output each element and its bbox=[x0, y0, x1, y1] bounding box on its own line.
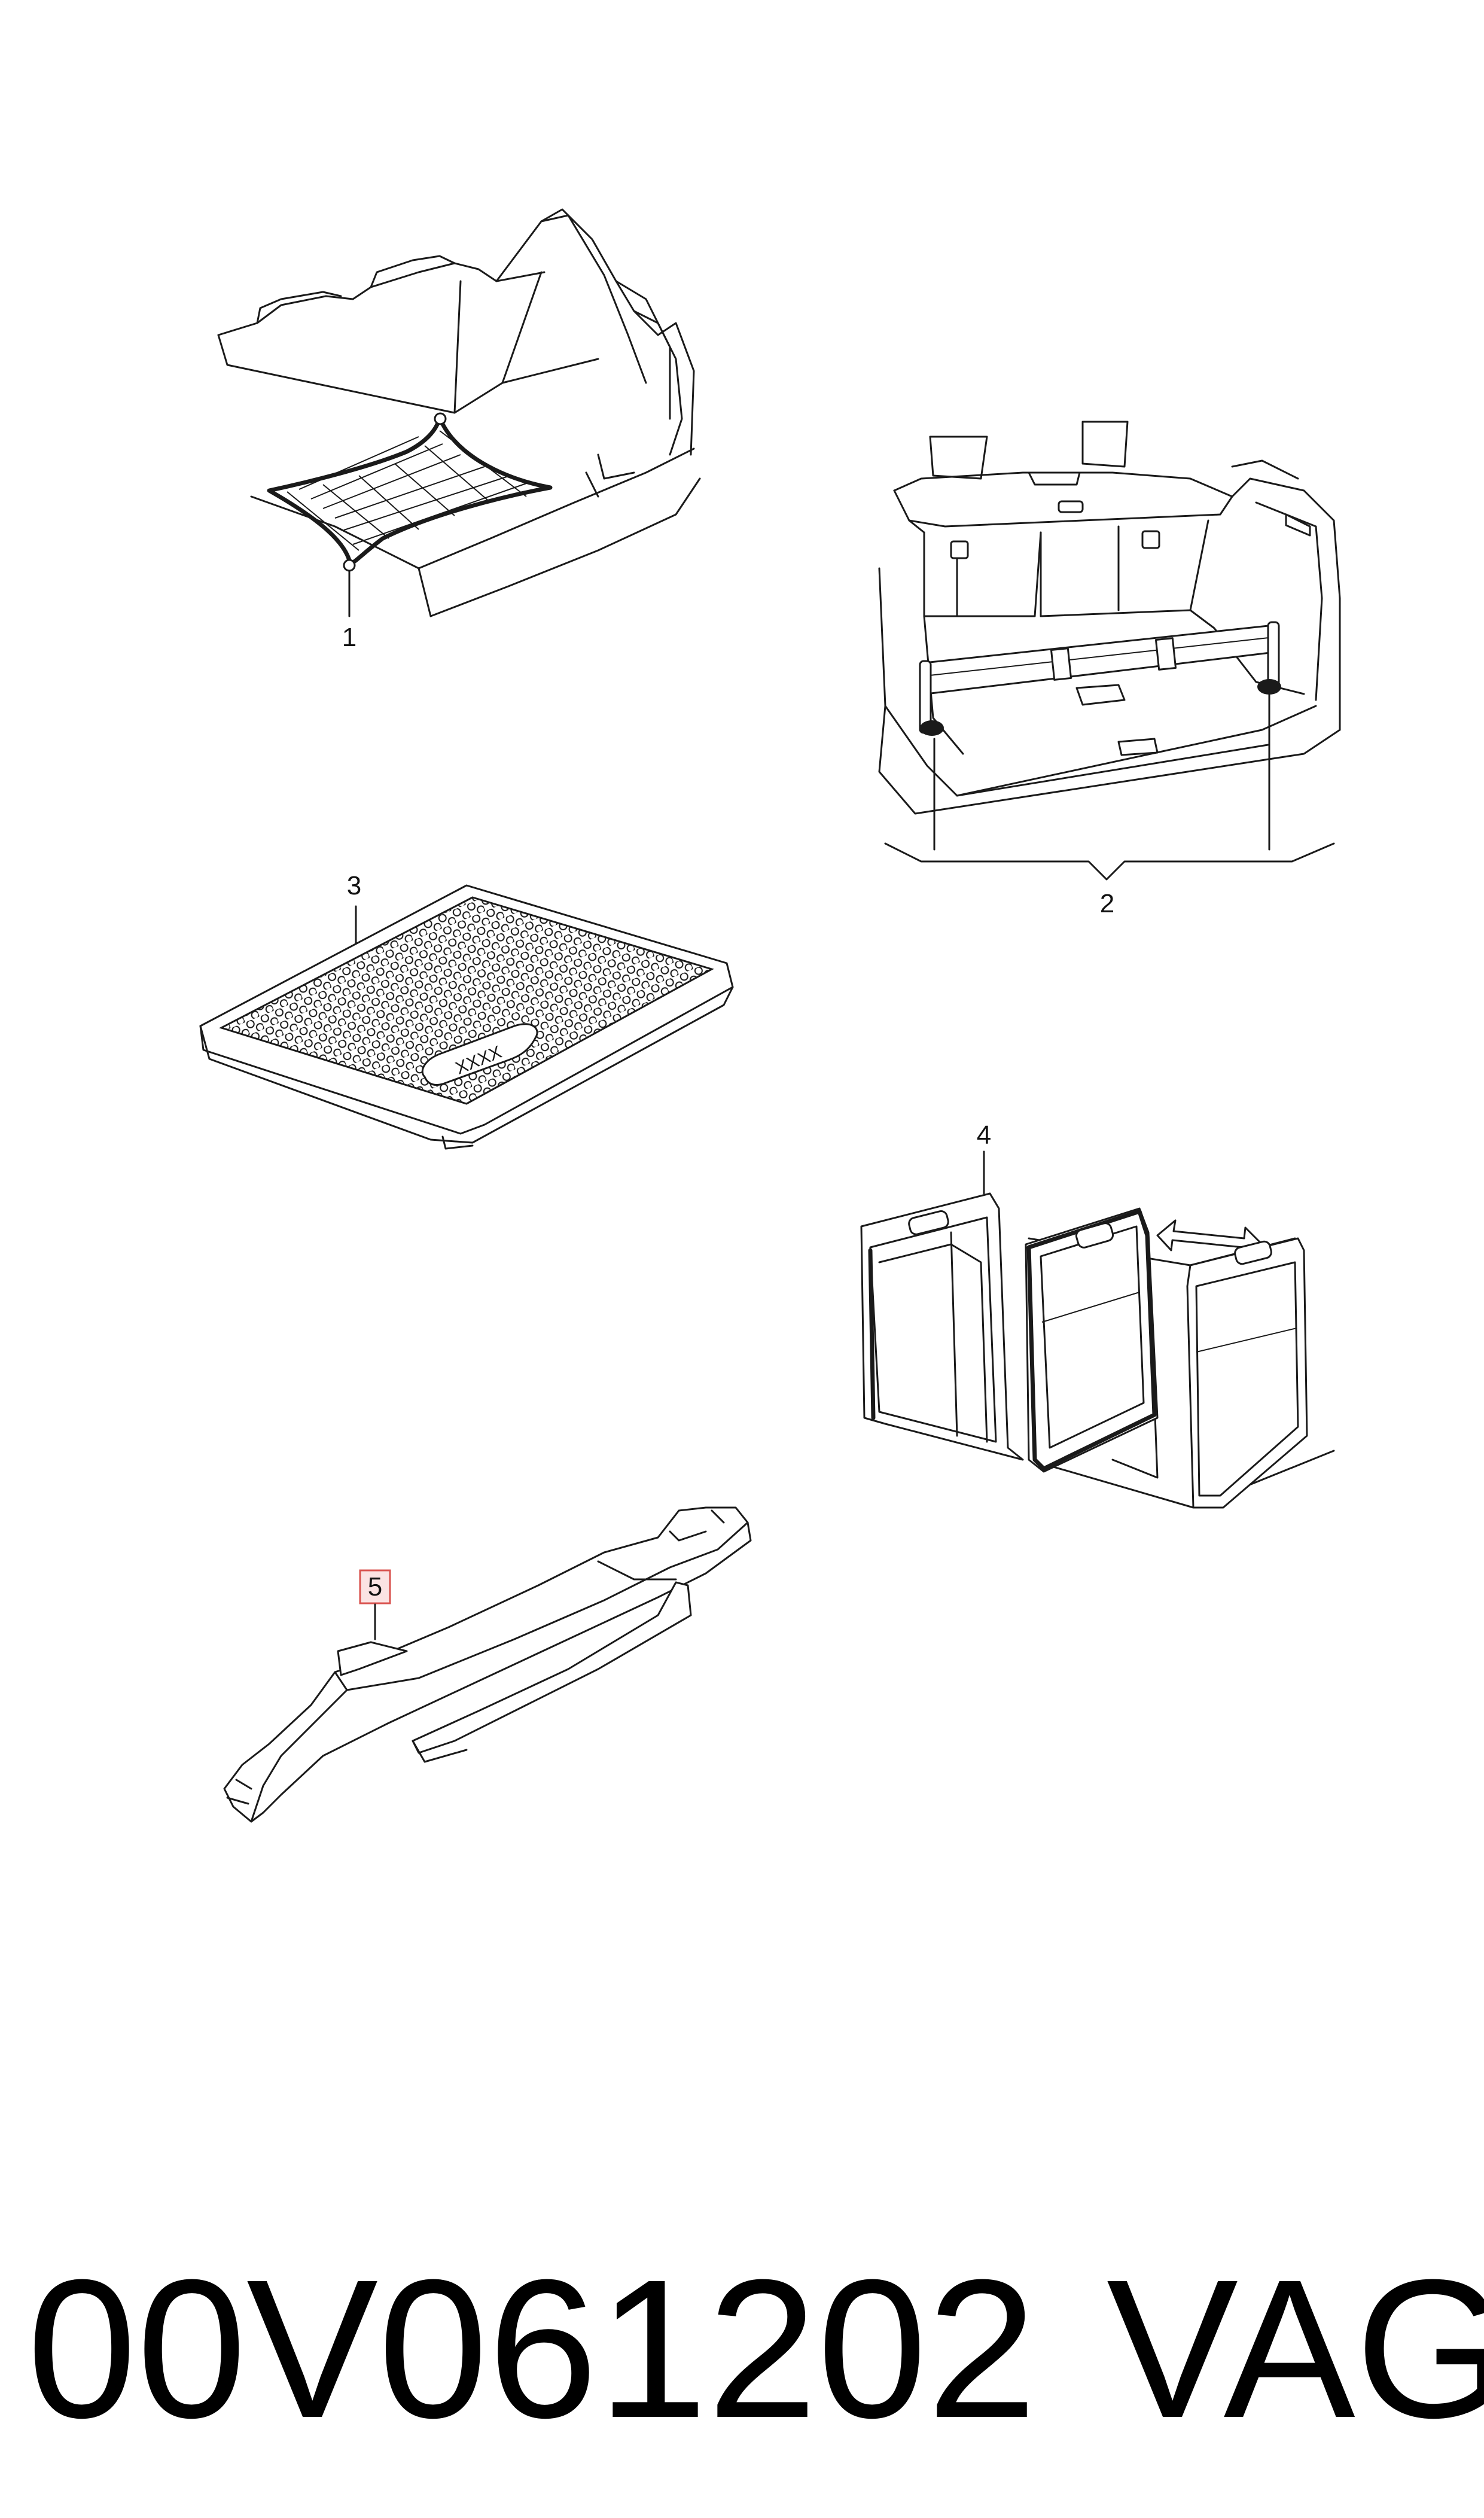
net-mesh bbox=[287, 430, 527, 551]
footer: 00V061202 VAG bbox=[27, 2238, 1484, 2459]
part-5-sill-cover-illustration: 5 bbox=[223, 1506, 752, 1823]
part-2-partition-bar-illustration: 2 bbox=[878, 421, 1341, 918]
part-1-cargo-net-illustration: 1 bbox=[217, 208, 701, 652]
part-3-trunk-mat-illustration: 3 XXXX bbox=[199, 871, 734, 1150]
callout-3: 3 bbox=[347, 871, 361, 900]
brand-name: VAG bbox=[1107, 2238, 1484, 2459]
callout-2: 2 bbox=[1100, 889, 1114, 918]
callout-1: 1 bbox=[342, 623, 356, 652]
callout-5: 5 bbox=[368, 1572, 382, 1601]
callout-5-highlight bbox=[359, 1569, 391, 1604]
part-4-storage-box-illustration: 4 bbox=[860, 1121, 1335, 1509]
callout-4: 4 bbox=[977, 1121, 991, 1150]
part-number: 00V061202 bbox=[27, 2238, 1037, 2459]
